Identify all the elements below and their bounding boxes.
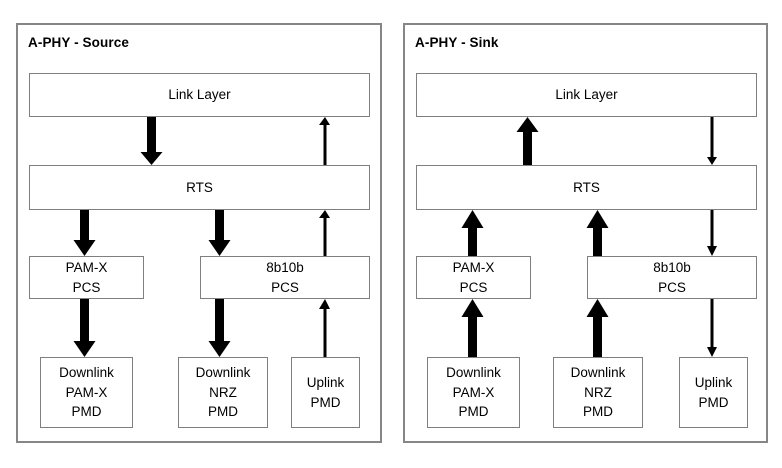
sink-downlink-nrz-pmd-line2: NRZ <box>584 384 612 400</box>
sink-uplink-pmd-line1: Uplink <box>694 374 733 390</box>
source-rts-box: RTS <box>29 165 370 210</box>
source-downlink-pam-x-pmd-line3: PMD <box>71 404 102 420</box>
panel-title-sink: A-PHY - Sink <box>415 35 499 50</box>
sink-downlink-nrz-pmd-box: Downlink NRZ PMD <box>553 357 643 428</box>
source-8b10b-pcs-line1: 8b10b <box>266 259 304 275</box>
source-pam-x-pcs-box: PAM-X PCS <box>29 256 144 299</box>
sink-8b10b-pcs-box: 8b10b PCS <box>587 256 757 299</box>
source-rts-label: RTS <box>186 179 213 195</box>
sink-pam-x-pcs-box: PAM-X PCS <box>416 256 531 299</box>
source-downlink-nrz-pmd-line3: PMD <box>208 404 238 420</box>
sink-downlink-pam-x-pmd-line1: Downlink <box>446 365 501 381</box>
source-downlink-pam-x-pmd-line1: Downlink <box>59 365 114 381</box>
sink-uplink-pmd-line2: PMD <box>698 394 729 410</box>
sink-8b10b-pcs-line2: PCS <box>658 279 686 295</box>
source-8b10b-pcs-box: 8b10b PCS <box>200 256 370 299</box>
sink-downlink-pam-x-pmd-box: Downlink PAM-X PMD <box>427 357 520 428</box>
source-downlink-nrz-pmd-line1: Downlink <box>195 365 251 381</box>
source-link-layer-box: Link Layer <box>29 73 370 117</box>
sink-link-layer-box: Link Layer <box>416 73 757 117</box>
source-8b10b-pcs-line2: PCS <box>271 279 299 295</box>
source-uplink-pmd-line1: Uplink <box>306 374 345 390</box>
source-pam-x-pcs-line1: PAM-X <box>65 259 108 275</box>
source-downlink-pam-x-pmd-box: Downlink PAM-X PMD <box>40 357 133 428</box>
sink-uplink-pmd-box: Uplink PMD <box>679 357 748 428</box>
sink-pam-x-pcs-line2: PCS <box>459 279 488 295</box>
source-downlink-pam-x-pmd-line2: PAM-X <box>65 384 108 400</box>
source-downlink-nrz-pmd-line2: NRZ <box>209 384 237 400</box>
sink-downlink-nrz-pmd-line3: PMD <box>583 404 613 420</box>
sink-link-layer-label: Link Layer <box>555 87 618 103</box>
source-uplink-pmd-box: Uplink PMD <box>291 357 360 428</box>
source-uplink-pmd-line2: PMD <box>310 394 341 410</box>
sink-downlink-pam-x-pmd-line3: PMD <box>458 404 489 420</box>
sink-rts-box: RTS <box>416 165 757 210</box>
sink-pam-x-pcs-line1: PAM-X <box>452 259 495 275</box>
sink-downlink-pam-x-pmd-line2: PAM-X <box>452 384 495 400</box>
panel-title-source: A-PHY - Source <box>28 35 129 50</box>
source-pam-x-pcs-line2: PCS <box>72 279 101 295</box>
sink-8b10b-pcs-line1: 8b10b <box>653 259 691 275</box>
sink-downlink-nrz-pmd-line1: Downlink <box>570 365 626 381</box>
source-link-layer-label: Link Layer <box>168 87 231 103</box>
source-downlink-nrz-pmd-box: Downlink NRZ PMD <box>178 357 268 428</box>
sink-rts-label: RTS <box>573 179 600 195</box>
